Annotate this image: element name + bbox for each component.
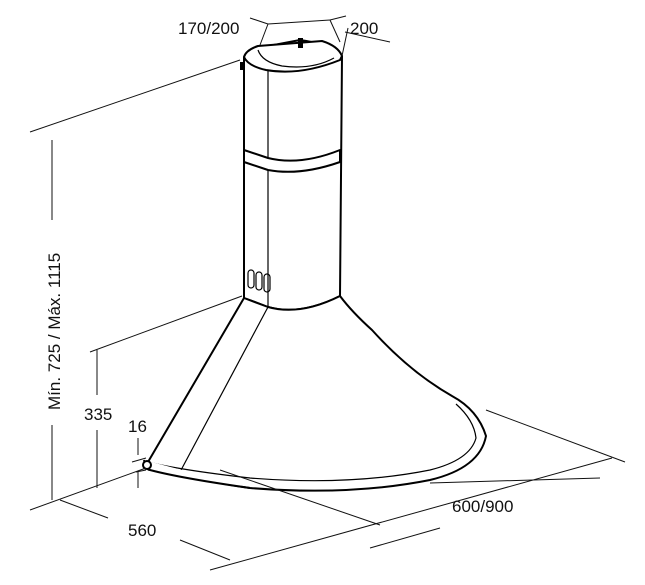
dim-height-range: Mín. 725 / Máx. 1115: [45, 253, 64, 410]
dim-depth: 560: [128, 521, 156, 540]
dim-chimney-width: 200: [350, 19, 378, 38]
dim-chimney-depth: 170/200: [178, 19, 239, 38]
dim-canopy-height: 335: [84, 405, 112, 424]
canopy: [142, 295, 487, 492]
dimension-lines: [29, 15, 626, 571]
dim-width: 600/900: [452, 497, 513, 516]
control-slots-icon: [247, 269, 271, 293]
dim-rim-thickness: 16: [128, 417, 147, 436]
chimney: [240, 38, 343, 311]
